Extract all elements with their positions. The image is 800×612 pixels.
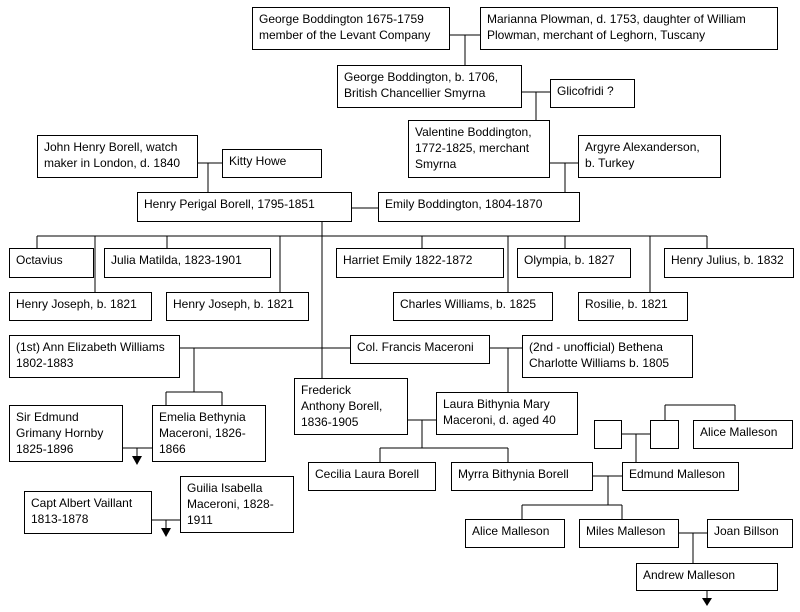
person-julia-matilda: Julia Matilda, 1823-1901 xyxy=(104,248,271,278)
person-henry-joseph-1: Henry Joseph, b. 1821 xyxy=(9,292,152,321)
person-charles-williams: Charles Williams, b. 1825 xyxy=(393,292,553,321)
descendants-arrow-icon xyxy=(161,528,171,537)
person-edmund-hornby: Sir Edmund Grimany Hornby 1825-1896 xyxy=(9,405,123,462)
person-edmund-malleson: Edmund Malleson xyxy=(622,462,739,491)
person-george-boddington-1675: George Boddington 1675-1759 member of th… xyxy=(252,7,450,50)
person-alice-malleson-2: Alice Malleson xyxy=(465,519,565,548)
unknown-person-box xyxy=(650,420,679,449)
person-myrra-bithynia-borell: Myrra Bithynia Borell xyxy=(451,462,593,491)
person-cecilia-laura-borell: Cecilia Laura Borell xyxy=(308,462,436,491)
person-miles-malleson: Miles Malleson xyxy=(579,519,679,548)
unknown-person-box xyxy=(594,420,622,449)
person-laura-bithynia-mary-maceroni: Laura Bithynia Mary Maceroni, d. aged 40 xyxy=(436,392,578,435)
descendants-arrow-icon xyxy=(132,456,142,465)
person-emelia-bethynia-maceroni: Emelia Bethynia Maceroni, 1826- 1866 xyxy=(152,405,266,462)
person-marianna-plowman: Marianna Plowman, d. 1753, daughter of W… xyxy=(480,7,778,50)
person-kitty-howe: Kitty Howe xyxy=(222,149,322,178)
person-glicofridi: Glicofridi ? xyxy=(550,79,635,108)
descendants-arrow-icon xyxy=(702,598,712,606)
person-frederick-anthony-borell: Frederick Anthony Borell, 1836-1905 xyxy=(294,378,408,435)
person-ann-elizabeth-williams: (1st) Ann Elizabeth Williams 1802-1883 xyxy=(9,335,180,378)
person-rosilie: Rosilie, b. 1821 xyxy=(578,292,688,321)
person-argyre-alexanderson: Argyre Alexanderson, b. Turkey xyxy=(578,135,721,178)
person-henry-julius: Henry Julius, b. 1832 xyxy=(664,248,794,278)
person-guilia-isabella-maceroni: Guilia Isabella Maceroni, 1828- 1911 xyxy=(180,476,294,533)
person-olympia: Olympia, b. 1827 xyxy=(517,248,631,278)
person-emily-boddington: Emily Boddington, 1804-1870 xyxy=(378,192,580,222)
person-albert-vaillant: Capt Albert Vaillant 1813-1878 xyxy=(24,491,152,534)
person-col-francis-maceroni: Col. Francis Maceroni xyxy=(350,335,490,364)
person-octavius: Octavius xyxy=(9,248,94,278)
person-valentine-boddington: Valentine Boddington, 1772-1825, merchan… xyxy=(408,120,550,178)
person-henry-perigal-borell: Henry Perigal Borell, 1795-1851 xyxy=(137,192,352,222)
person-henry-joseph-2: Henry Joseph, b. 1821 xyxy=(166,292,309,321)
person-john-henry-borell: John Henry Borell, watch maker in London… xyxy=(37,135,198,178)
person-bethena-charlotte-williams: (2nd - unofficial) Bethena Charlotte Wil… xyxy=(522,335,693,378)
person-george-boddington-1706: George Boddington, b. 1706, British Chan… xyxy=(337,65,522,108)
person-joan-billson: Joan Billson xyxy=(707,519,793,548)
person-harriet-emily: Harriet Emily 1822-1872 xyxy=(336,248,504,278)
person-andrew-malleson: Andrew Malleson xyxy=(636,563,778,591)
person-alice-malleson-1: Alice Malleson xyxy=(693,420,793,449)
